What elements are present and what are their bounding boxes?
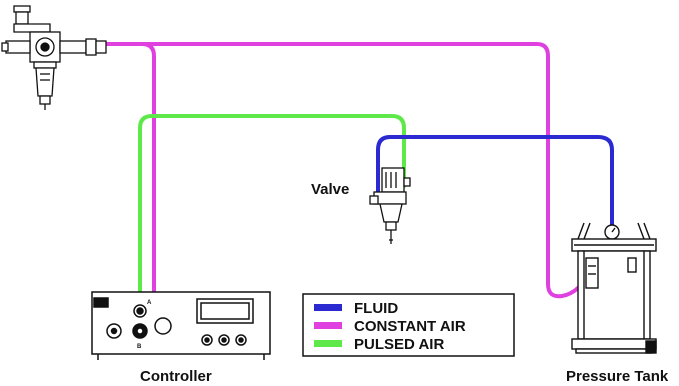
air-filter-regulator [1, 5, 107, 110]
controller-label: Controller [140, 368, 212, 385]
pressure-tank [571, 222, 657, 354]
legend-swatch-constant-air [314, 322, 342, 329]
fluid-tube [376, 135, 614, 228]
legend: FLUID CONSTANT AIR PULSED AIR [302, 293, 515, 357]
controller-port-b-label: B [137, 344, 142, 350]
controller-unit [91, 291, 271, 360]
pulsed-air-tube [138, 114, 406, 294]
controller-port-a-label: A [147, 300, 152, 306]
pressure-tank-label: Pressure Tank [566, 368, 669, 385]
constant-air-tube-to-controller [102, 42, 156, 294]
legend-swatch-fluid [314, 304, 342, 311]
legend-label-constant-air: CONSTANT AIR [354, 318, 466, 335]
legend-swatch-pulsed-air [314, 340, 342, 347]
legend-label-fluid: FLUID [354, 300, 398, 317]
dispense-valve [369, 167, 411, 244]
valve-label: Valve [311, 181, 349, 198]
tubing [102, 42, 614, 299]
legend-label-pulsed-air: PULSED AIR [354, 336, 444, 353]
constant-air-tube-to-tank [102, 42, 594, 299]
